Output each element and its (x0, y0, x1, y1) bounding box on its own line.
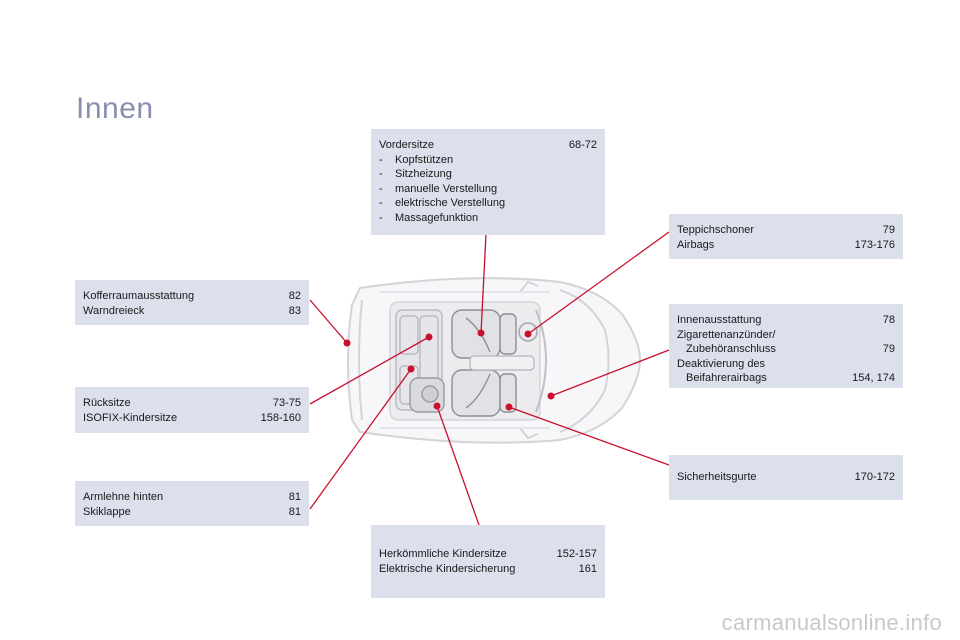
callout-dot-vordersitze (477, 329, 485, 337)
dashboard (535, 309, 547, 413)
box-ruecksitze: Rücksitze 73-75 ISOFIX-Kindersitze 158-1… (75, 387, 309, 433)
callout-line-koffer (309, 299, 348, 344)
box-vordersitze: Vordersitze 68-72 -Kopfstützen -Sitzheiz… (371, 129, 605, 235)
box-innen: Innenausstattung 78 Zigarettenanzünder/ … (669, 304, 903, 388)
list-item: Teppichschoner 79 (677, 224, 895, 236)
list-item: Rücksitze 73-75 (83, 397, 301, 409)
callout-line-innen (550, 349, 670, 397)
list-item: -Sitzheizung (379, 168, 452, 181)
list-item: Elektrische Kindersicherung 161 (379, 562, 597, 575)
list-item: Deaktivierung des (677, 357, 766, 370)
page-title: Innen (76, 92, 154, 125)
list-item: Sicherheitsgurte 170-172 (677, 471, 895, 483)
callout-line-kinder (436, 405, 480, 526)
box-armlehne: Armlehne hinten 81 Skiklappe 81 (75, 481, 309, 526)
box-koffer: Kofferraumausstattung 82 Warndreieck 83 (75, 280, 309, 325)
list-item: Innenausstattung 78 (677, 314, 895, 326)
list-item: -elektrische Verstellung (379, 197, 506, 210)
front-seat-left (451, 309, 517, 359)
list-item: Zigarettenanzünder/ (677, 328, 776, 341)
list-item: ISOFIX-Kindersitze 158-160 (83, 411, 301, 424)
list-item: Beifahrerairbags 154, 174 (686, 372, 895, 385)
box-gurte: Sicherheitsgurte 170-172 (669, 455, 903, 500)
callout-line-teppich (527, 231, 670, 335)
list-item: Skiklappe 81 (83, 505, 301, 518)
callout-line-armlehne (309, 368, 412, 510)
list-item: Airbags 173-176 (677, 238, 895, 251)
callout-line-ruecksitze (309, 336, 430, 405)
list-item: Warndreieck 83 (83, 304, 301, 317)
watermark: carmanualsonline.info (721, 610, 942, 635)
front-seat-right (451, 369, 517, 417)
callout-dot-armlehne (407, 365, 415, 373)
callout-dot-koffer (343, 339, 351, 347)
list-item: -manuelle Verstellung (379, 182, 498, 195)
callout-dots (343, 329, 555, 411)
callout-lines (309, 231, 670, 526)
steering-wheel (518, 322, 538, 342)
callout-dot-innen (547, 392, 555, 400)
callout-line-gurte (508, 406, 670, 466)
callout-dot-ruecksitze (425, 333, 433, 341)
callout-dot-teppich (524, 330, 532, 338)
box-vordersitze-pages: 68-72 (568, 139, 597, 151)
list-item: Kofferraumausstattung 82 (83, 290, 301, 302)
box-kinder: Herkömmliche Kindersitze 152-157 Elektri… (371, 525, 605, 598)
list-item: -Massagefunktion (379, 211, 479, 224)
callout-dot-gurte (505, 403, 513, 411)
center-console (469, 355, 535, 371)
list-item: Herkömmliche Kindersitze 152-157 (379, 548, 597, 560)
callout-dot-kinder (433, 402, 441, 410)
list-item: -Kopfstützen (379, 153, 454, 166)
callout-line-vordersitze (480, 233, 487, 334)
box-teppich: Teppichschoner 79 Airbags 173-176 (669, 214, 903, 259)
list-item: Armlehne hinten 81 (83, 491, 301, 503)
box-vordersitze-title: Vordersitze (379, 139, 435, 151)
list-item: Zubehöranschluss 79 (686, 343, 895, 356)
